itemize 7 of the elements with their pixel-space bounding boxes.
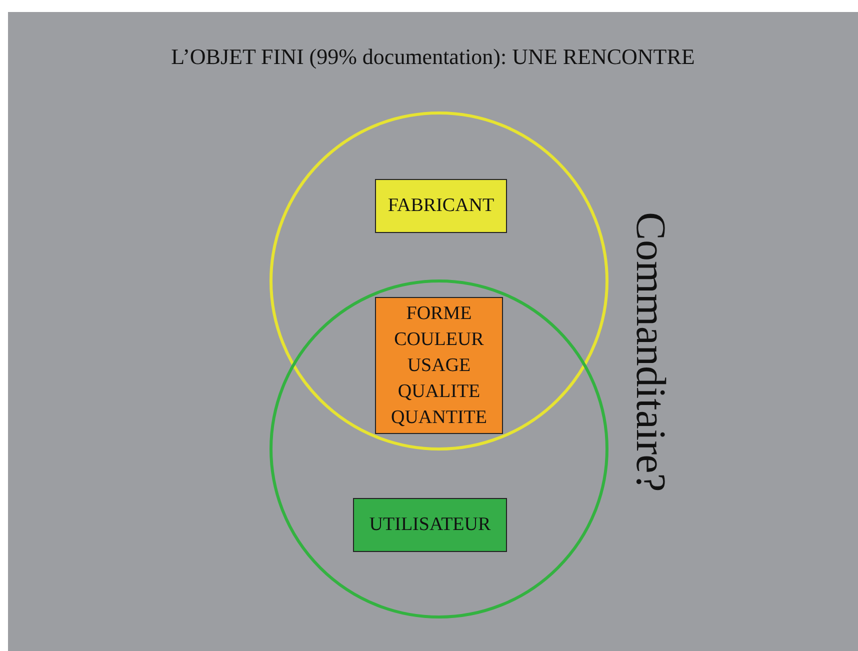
text-box: FORME COULEUR USAGE QUALITE QUANTITE <box>375 297 503 434</box>
venn-circle <box>269 279 609 619</box>
text-box: UTILISATEUR <box>353 498 507 552</box>
venn-circle <box>269 111 609 451</box>
title: L’OBJET FINI (99% documentation): UNE RENCONTRE <box>170 44 696 70</box>
vertical-label: Commanditaire? <box>628 212 672 492</box>
text-box: FABRICANT <box>375 179 507 233</box>
